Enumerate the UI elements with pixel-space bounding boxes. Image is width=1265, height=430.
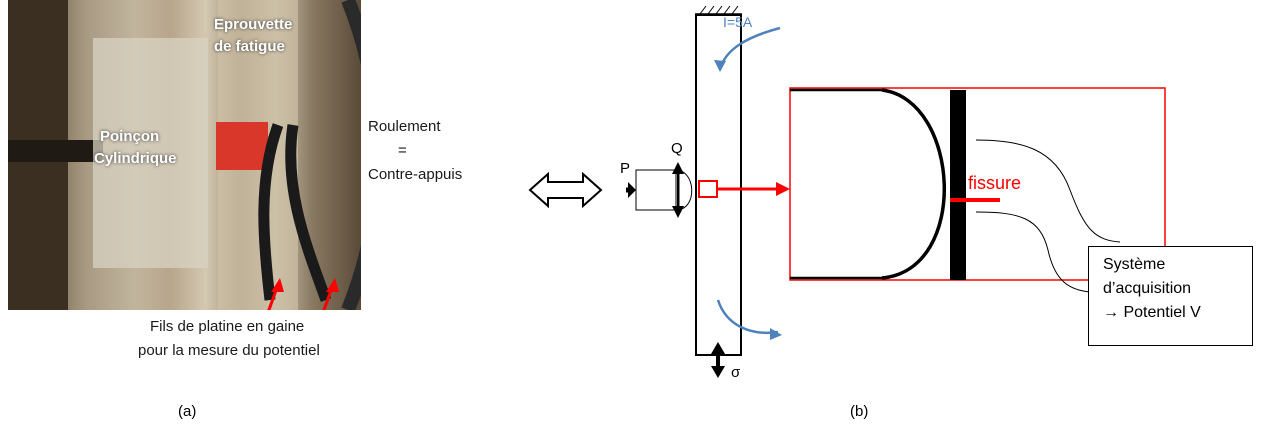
caption-a: (a): [178, 403, 196, 420]
bearing-arc: [348, 0, 361, 310]
zoom-arrowhead: [776, 182, 790, 196]
acquisition-line-2: d’acquisition: [1103, 277, 1238, 301]
bearing-label-3: Contre-appuis: [368, 166, 462, 183]
caption-b: (b): [850, 403, 868, 420]
stress-label: σ: [731, 364, 740, 381]
bearing-label-2: =: [398, 142, 407, 159]
photo-drawing: [8, 0, 361, 310]
current-label: I=5A: [723, 14, 752, 30]
load-q-label: Q: [671, 140, 683, 157]
support-hatching: [700, 6, 738, 14]
equivalence-arrow-icon: [528, 170, 603, 210]
specimen-label-1: Eprouvette: [214, 16, 292, 33]
q-arrowhead-up: [672, 162, 684, 174]
acquisition-line-3: → Potentiel V: [1103, 301, 1238, 325]
acquisition-system-box: Système d’acquisition → Potentiel V: [1088, 246, 1253, 346]
acquisition-line-1: Système: [1103, 253, 1238, 277]
specimen-section: [950, 90, 966, 280]
punch-label-2: Cylindrique: [94, 150, 177, 167]
sigma-arrowhead-down: [711, 366, 725, 378]
punch-label-1: Poinçon: [100, 128, 159, 145]
red-arrow-2-head: [326, 278, 339, 292]
crack-label: fissure: [968, 173, 1021, 194]
wires-label-1: Fils de platine en gaine: [150, 318, 304, 335]
current-out-arrowhead: [770, 328, 782, 340]
q-arrowhead-down: [672, 206, 684, 218]
test-setup-photo: [8, 0, 361, 310]
bearing-label-1: Roulement: [368, 118, 441, 135]
p-arrowhead: [628, 182, 636, 198]
punch-rod: [8, 140, 103, 162]
load-p-label: P: [620, 160, 630, 177]
specimen-label-2: de fatigue: [214, 38, 285, 55]
specimen-contact-zone: [216, 122, 268, 170]
punch-block: [636, 170, 676, 210]
wires-label-2: pour la mesure du potentiel: [138, 342, 320, 359]
